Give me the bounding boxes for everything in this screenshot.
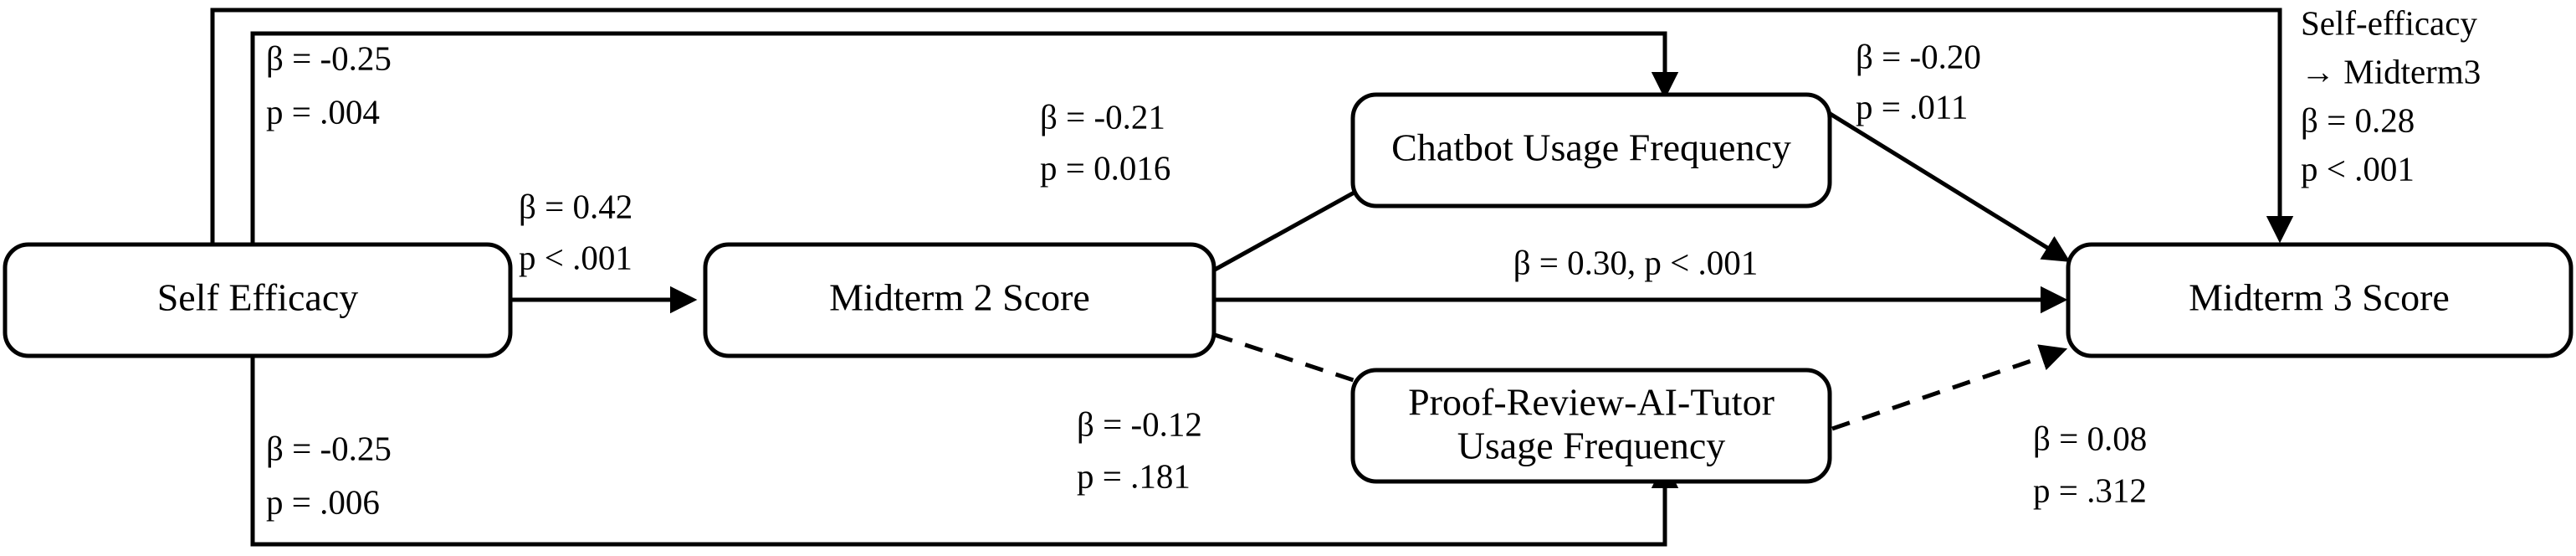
edge-label-chatbot-to-midterm3: β = -0.20 p = .011 <box>1856 37 1981 126</box>
edge-label-beta-se-midterm2: β = 0.42 <box>519 187 632 225</box>
node-chatbot-usage-frequency[interactable]: Chatbot Usage Frequency <box>1350 92 1832 208</box>
edge-label-beta-midterm2-prooftutor: β = -0.12 <box>1077 404 1202 443</box>
edge-label-p-midterm2-prooftutor: p = .181 <box>1077 456 1191 495</box>
edge-label-beta-se-chatbot: β = -0.25 <box>266 39 392 77</box>
edge-self-efficacy-to-proof-tutor <box>250 356 1679 547</box>
edge-chatbot-to-midterm3 <box>1827 111 2071 262</box>
edge-midterm2-to-proof-tutor <box>1214 332 1503 434</box>
node-label-self-efficacy: Self Efficacy <box>157 276 359 319</box>
node-label-proof-tutor-line2: Usage Frequency <box>1457 425 1726 467</box>
edge-label-self-efficacy-to-proof-tutor: β = -0.25 p = .006 <box>266 429 392 521</box>
edge-label-p-chatbot-midterm3: p = .011 <box>1856 87 1968 126</box>
edge-label-midterm2-to-midterm3: β = 0.30, p < .001 <box>1513 243 1759 281</box>
edge-label-beta-se-midterm3: β = 0.28 <box>2301 100 2415 139</box>
edge-label-beta-prooftutor-midterm3: β = 0.08 <box>2033 419 2147 457</box>
edge-label-midterm2-to-proof-tutor: β = -0.12 p = .181 <box>1077 404 1202 495</box>
node-label-proof-tutor-line1: Proof-Review-AI-Tutor <box>1408 381 1775 424</box>
edge-label-title-line2-se-midterm3: → Midterm3 <box>2301 52 2481 90</box>
edge-label-p-prooftutor-midterm3: p = .312 <box>2033 471 2147 509</box>
edge-label-beta-se-prooftutor: β = -0.25 <box>266 429 392 467</box>
node-self-efficacy[interactable]: Self Efficacy <box>3 242 513 358</box>
edge-label-beta-chatbot-midterm3: β = -0.20 <box>1856 37 1981 75</box>
node-label-chatbot-usage-frequency: Chatbot Usage Frequency <box>1391 126 1791 169</box>
edge-label-title-line1-se-midterm3: Self-efficacy <box>2301 3 2477 42</box>
edge-label-self-efficacy-to-chatbot: β = -0.25 p = .004 <box>266 39 392 131</box>
edge-label-p-se-midterm2: p < .001 <box>519 238 632 276</box>
node-midterm2-score[interactable]: Midterm 2 Score <box>703 242 1216 358</box>
node-proof-review-ai-tutor-usage-frequency[interactable]: Proof-Review-AI-Tutor Usage Frequency <box>1350 368 1832 484</box>
edge-label-midterm2-to-chatbot: β = -0.21 p = 0.016 <box>1040 97 1170 187</box>
node-midterm3-score[interactable]: Midterm 3 Score <box>2066 242 2573 358</box>
node-label-midterm2-score: Midterm 2 Score <box>829 276 1090 319</box>
edge-self-efficacy-to-chatbot <box>250 31 1679 245</box>
edge-label-combined-midterm2-midterm3: β = 0.30, p < .001 <box>1513 243 1759 281</box>
edge-label-proof-tutor-to-midterm3: β = 0.08 p = .312 <box>2033 419 2147 509</box>
edge-label-p-se-chatbot: p = .004 <box>266 92 380 131</box>
edge-label-p-se-prooftutor: p = .006 <box>266 482 380 521</box>
edge-label-self-efficacy-to-midterm3: Self-efficacy → Midterm3 β = 0.28 p < .0… <box>2301 3 2481 188</box>
edge-label-p-midterm2-chatbot: p = 0.016 <box>1040 148 1170 187</box>
edge-self-efficacy-to-midterm3 <box>210 8 2294 245</box>
node-label-midterm3-score: Midterm 3 Score <box>2189 276 2450 319</box>
edge-label-beta-midterm2-chatbot: β = -0.21 <box>1040 97 1165 136</box>
edge-label-p-se-midterm3: p < .001 <box>2301 149 2415 188</box>
edge-label-self-efficacy-to-midterm2: β = 0.42 p < .001 <box>519 187 632 276</box>
edge-proof-tutor-to-midterm3 <box>1831 344 2068 431</box>
